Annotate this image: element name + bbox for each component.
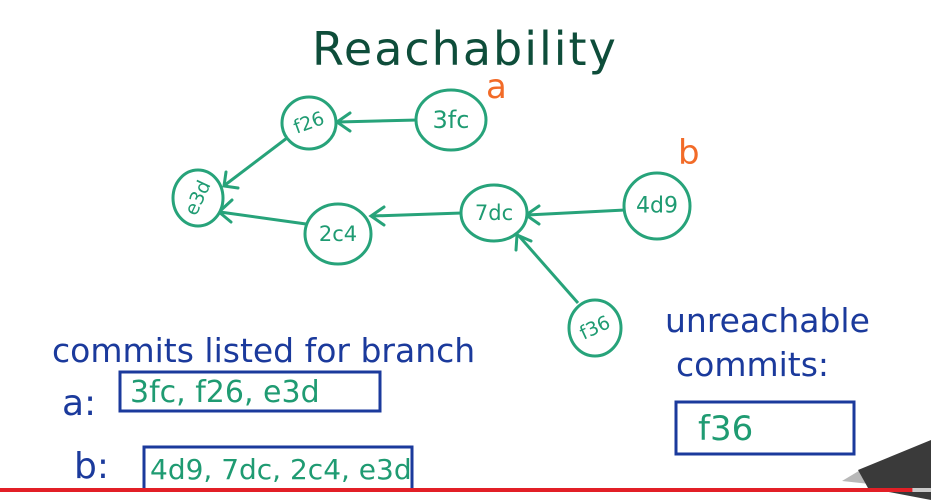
node-label-4d9: 4d9	[636, 194, 678, 219]
commit-node-7dc: 7dc	[459, 183, 529, 243]
node-label-2c4: 2c4	[319, 222, 357, 246]
branch-b-commits: 4d9, 7dc, 2c4, e3d	[150, 453, 412, 486]
diagram-title: Reachability	[312, 22, 618, 76]
progress-fill	[0, 488, 913, 492]
edge-2c4-to-e3d	[219, 210, 307, 226]
branch-a-box	[118, 370, 382, 413]
video-progress-bar[interactable]	[0, 488, 931, 492]
node-label-3fc: 3fc	[433, 106, 470, 134]
commit-node-4d9: 4d9	[622, 171, 692, 241]
arrowhead-e3d-top	[222, 170, 240, 190]
edge-4d9-to-7dc	[526, 208, 626, 217]
commits-listed-heading: commits listed for branch	[52, 331, 475, 370]
unreachable-heading-line2: commits:	[676, 345, 829, 384]
unreachable-heading-line1: unreachable	[665, 301, 870, 340]
commit-node-f36: f36	[567, 298, 623, 358]
edge-7dc-to-2c4	[371, 211, 463, 218]
unreachable-commits: f36	[698, 409, 753, 449]
node-label-7dc: 7dc	[475, 201, 513, 225]
branch-b-label: b:	[74, 446, 109, 487]
edge-f26-to-e3d	[224, 136, 288, 187]
commit-node-e3d: e3d	[171, 168, 225, 228]
commit-node-f26: f26	[280, 95, 338, 151]
edge-3fc-to-f26	[337, 118, 419, 124]
branch-a-commits: 3fc, f26, e3d	[130, 375, 320, 410]
arrowhead-2c4	[368, 205, 386, 227]
branch-tag-b: b	[678, 133, 700, 173]
branch-tag-a: a	[486, 67, 507, 107]
commit-node-3fc: 3fc	[414, 88, 488, 152]
commit-node-2c4: 2c4	[303, 202, 373, 266]
unreachable-box	[674, 400, 856, 456]
edges	[216, 111, 626, 304]
pen-icon	[842, 440, 931, 500]
edge-f36-to-7dc	[517, 235, 580, 304]
branch-a-label: a:	[62, 383, 96, 424]
